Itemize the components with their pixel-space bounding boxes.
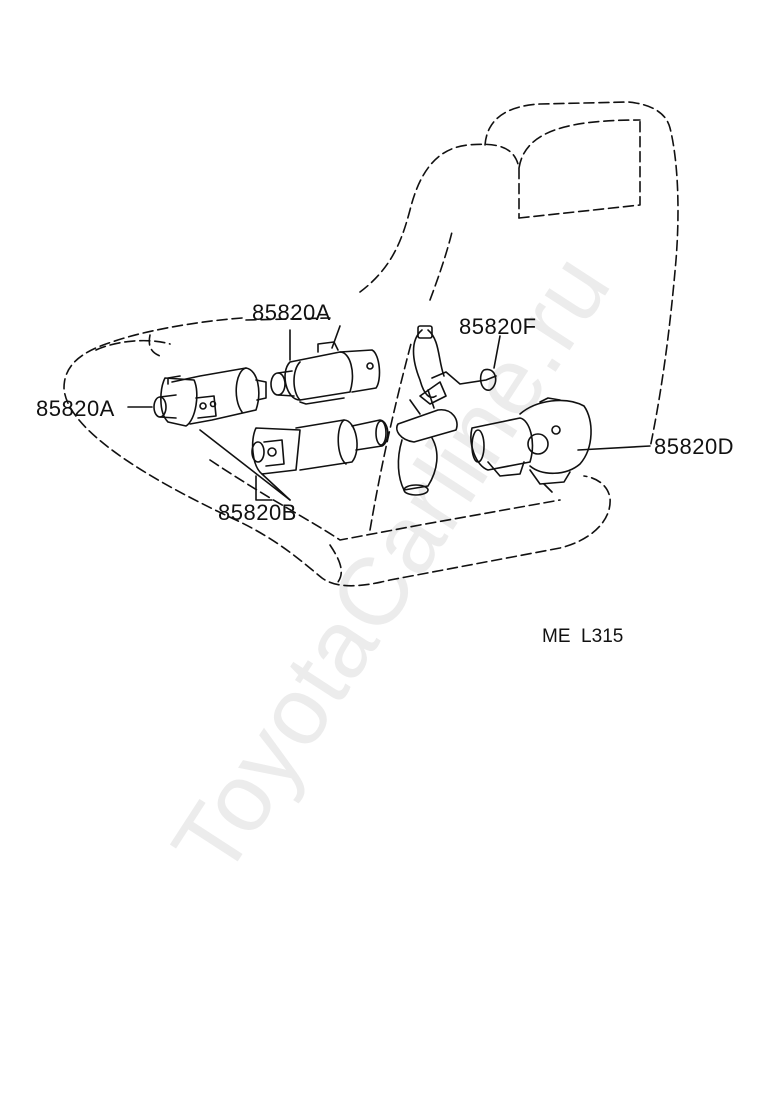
label-85820b: 85820B: [218, 500, 297, 525]
motor-85820d: [470, 397, 592, 493]
label-85820a-left: 85820A: [36, 396, 115, 421]
label-85820a-top: 85820A: [252, 300, 331, 325]
seat-back-outline: [359, 101, 679, 531]
motor-85820a-left: [153, 367, 267, 427]
leader-lines: [127, 325, 651, 501]
label-85820d: 85820D: [654, 434, 735, 459]
motor-85820a-top: [270, 341, 381, 405]
label-85820f: 85820F: [459, 314, 537, 339]
figure-code: ME L315: [542, 626, 624, 647]
motor-85820b: [251, 419, 389, 475]
seat-cushion-outline: [63, 317, 611, 587]
motor-85820f: [396, 325, 497, 496]
